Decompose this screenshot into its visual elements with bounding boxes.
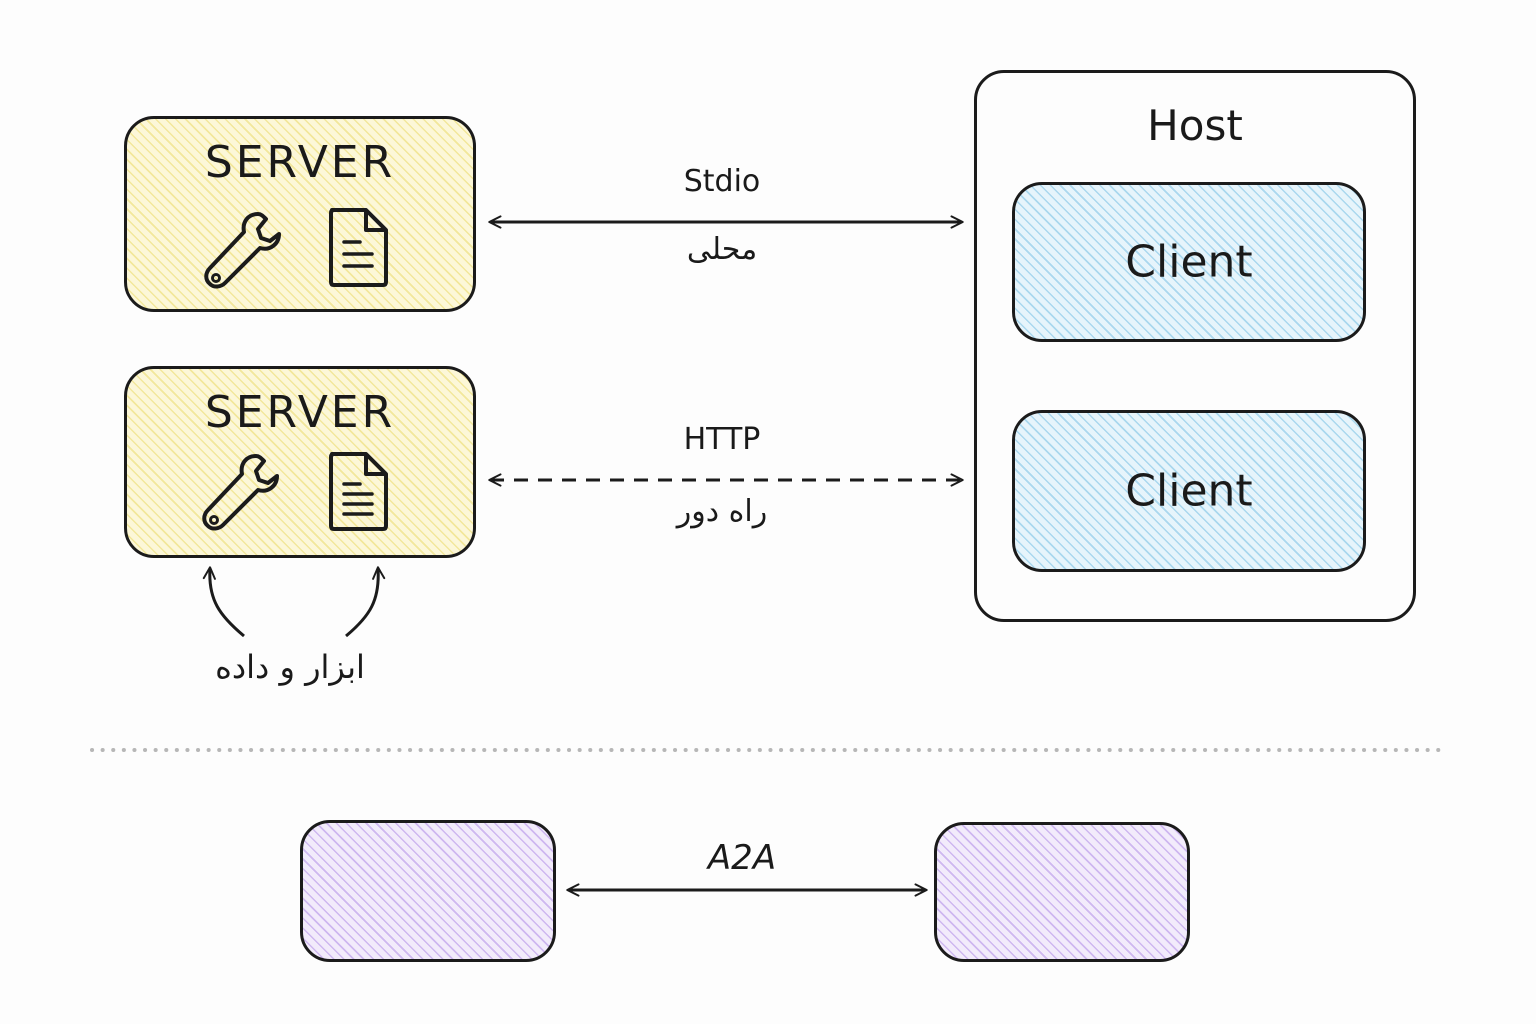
server-box-2: SERVER bbox=[124, 366, 476, 558]
remote-caption: راه دور bbox=[676, 494, 768, 529]
server-title-1: SERVER bbox=[204, 137, 396, 188]
client-box-1: Client bbox=[1012, 182, 1366, 342]
tools-arrow-left bbox=[202, 566, 245, 638]
server-title-2: SERVER bbox=[204, 387, 396, 438]
client-label-2: Client bbox=[1125, 465, 1253, 517]
http-label: HTTP bbox=[683, 422, 761, 457]
document-icon bbox=[329, 208, 388, 287]
a2a-label: A2A bbox=[707, 838, 777, 878]
agent-box-left bbox=[300, 820, 556, 962]
host-title: Host bbox=[1147, 101, 1243, 150]
wrench-icon bbox=[204, 212, 281, 289]
server-box-1: SERVER bbox=[124, 116, 476, 312]
stdio-label: Stdio bbox=[683, 164, 761, 199]
client-label-1: Client bbox=[1125, 236, 1253, 288]
agent-box-right bbox=[934, 822, 1190, 962]
wrench-icon bbox=[202, 454, 279, 531]
tools-and-data-label: ابزار و داده bbox=[215, 648, 365, 686]
client-box-2: Client bbox=[1012, 410, 1366, 572]
local-caption: محلی bbox=[686, 232, 758, 267]
document-icon bbox=[329, 452, 388, 531]
tools-arrow-right bbox=[345, 566, 386, 638]
